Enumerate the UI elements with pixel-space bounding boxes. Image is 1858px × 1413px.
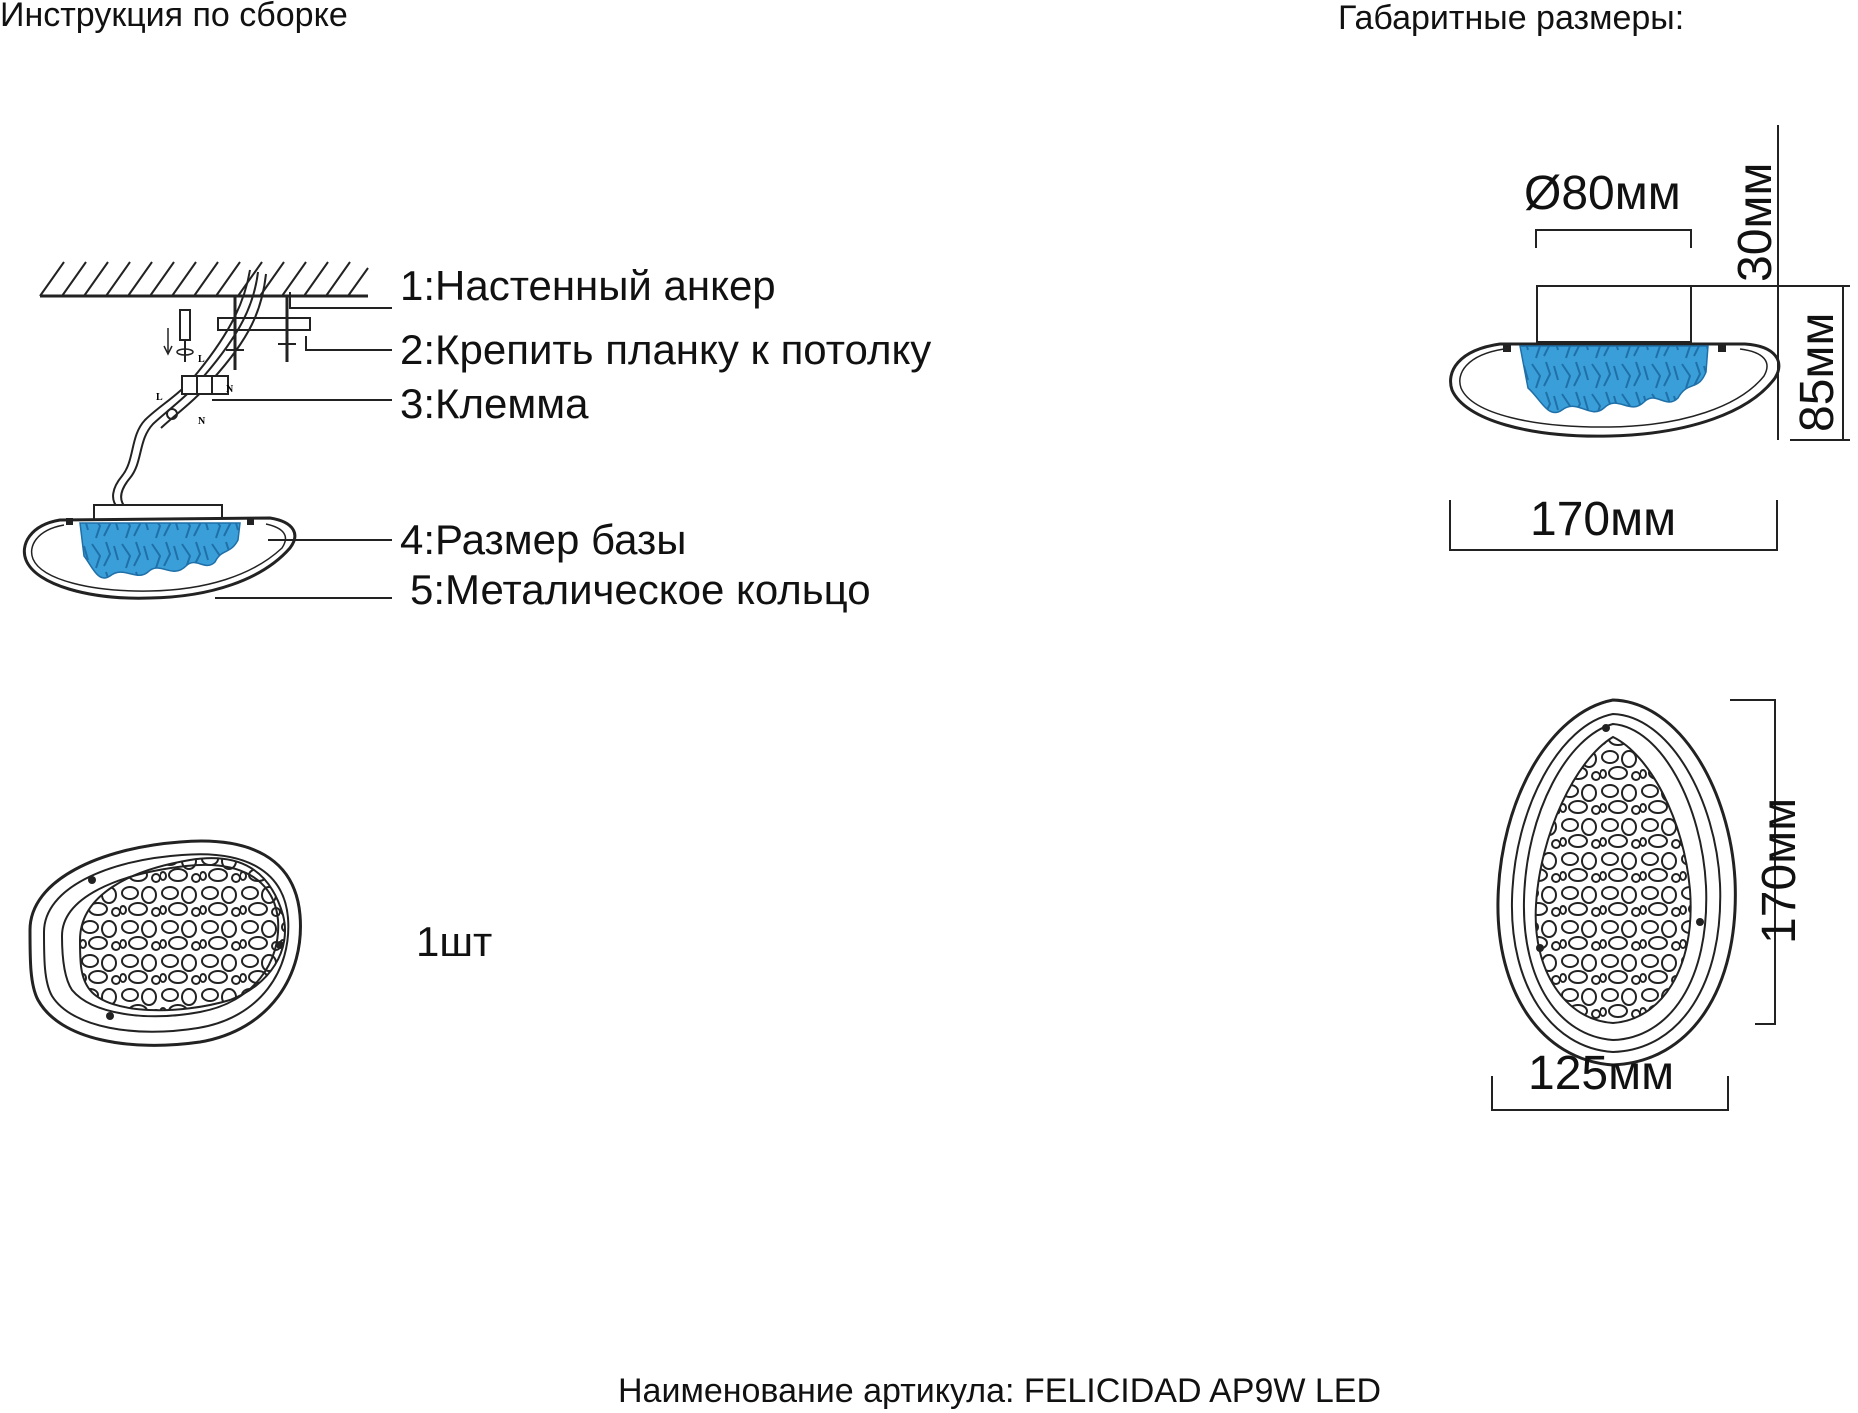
dimensions-title: Габаритные размеры: bbox=[1338, 0, 1685, 37]
base-height-dimension: 30мм bbox=[1729, 162, 1782, 282]
wire-mark-live-bottom: L bbox=[156, 392, 163, 403]
lamp-side-right bbox=[1449, 285, 1781, 438]
total-depth-dimension: 85мм bbox=[1791, 312, 1844, 432]
dimension-lines-side bbox=[1449, 125, 1850, 551]
diameter-dimension: Ø80мм bbox=[1524, 167, 1681, 220]
front-width-dimension: 125мм bbox=[1528, 1047, 1675, 1100]
lamp-front-left bbox=[28, 839, 302, 1047]
wire-mark-neutral-bottom: N bbox=[198, 416, 206, 427]
dimension-lines-front bbox=[1491, 699, 1776, 1111]
callout-leaders bbox=[212, 292, 392, 599]
article-name: Наименование артикула: FELICIDAD AP9W LE… bbox=[618, 1372, 1382, 1410]
terminal-block bbox=[166, 375, 229, 420]
callout-5: 5:Металическое кольцо bbox=[410, 566, 871, 613]
lamp-front-right bbox=[1496, 698, 1737, 1067]
callout-2: 2:Крепить планку к потолку bbox=[400, 326, 932, 373]
side-width-dimension: 170мм bbox=[1530, 493, 1677, 546]
screwdriver-icon bbox=[163, 309, 194, 362]
wire-mark-live-top: L bbox=[198, 354, 205, 365]
mounting-plate bbox=[217, 296, 311, 370]
front-height-dimension: 170мм bbox=[1753, 797, 1806, 944]
callout-1: 1:Настенный анкер bbox=[400, 262, 776, 309]
callout-4: 4:Размер базы bbox=[400, 516, 687, 563]
ceiling-hatch bbox=[39, 261, 369, 298]
wires bbox=[112, 269, 267, 509]
lamp-base-left bbox=[22, 504, 297, 600]
wire-mark-neutral-top: N bbox=[226, 384, 234, 395]
quantity-label: 1шт bbox=[416, 918, 493, 965]
callout-3: 3:Клемма bbox=[400, 380, 589, 427]
assembly-title: Инструкция по сборке bbox=[0, 0, 348, 34]
